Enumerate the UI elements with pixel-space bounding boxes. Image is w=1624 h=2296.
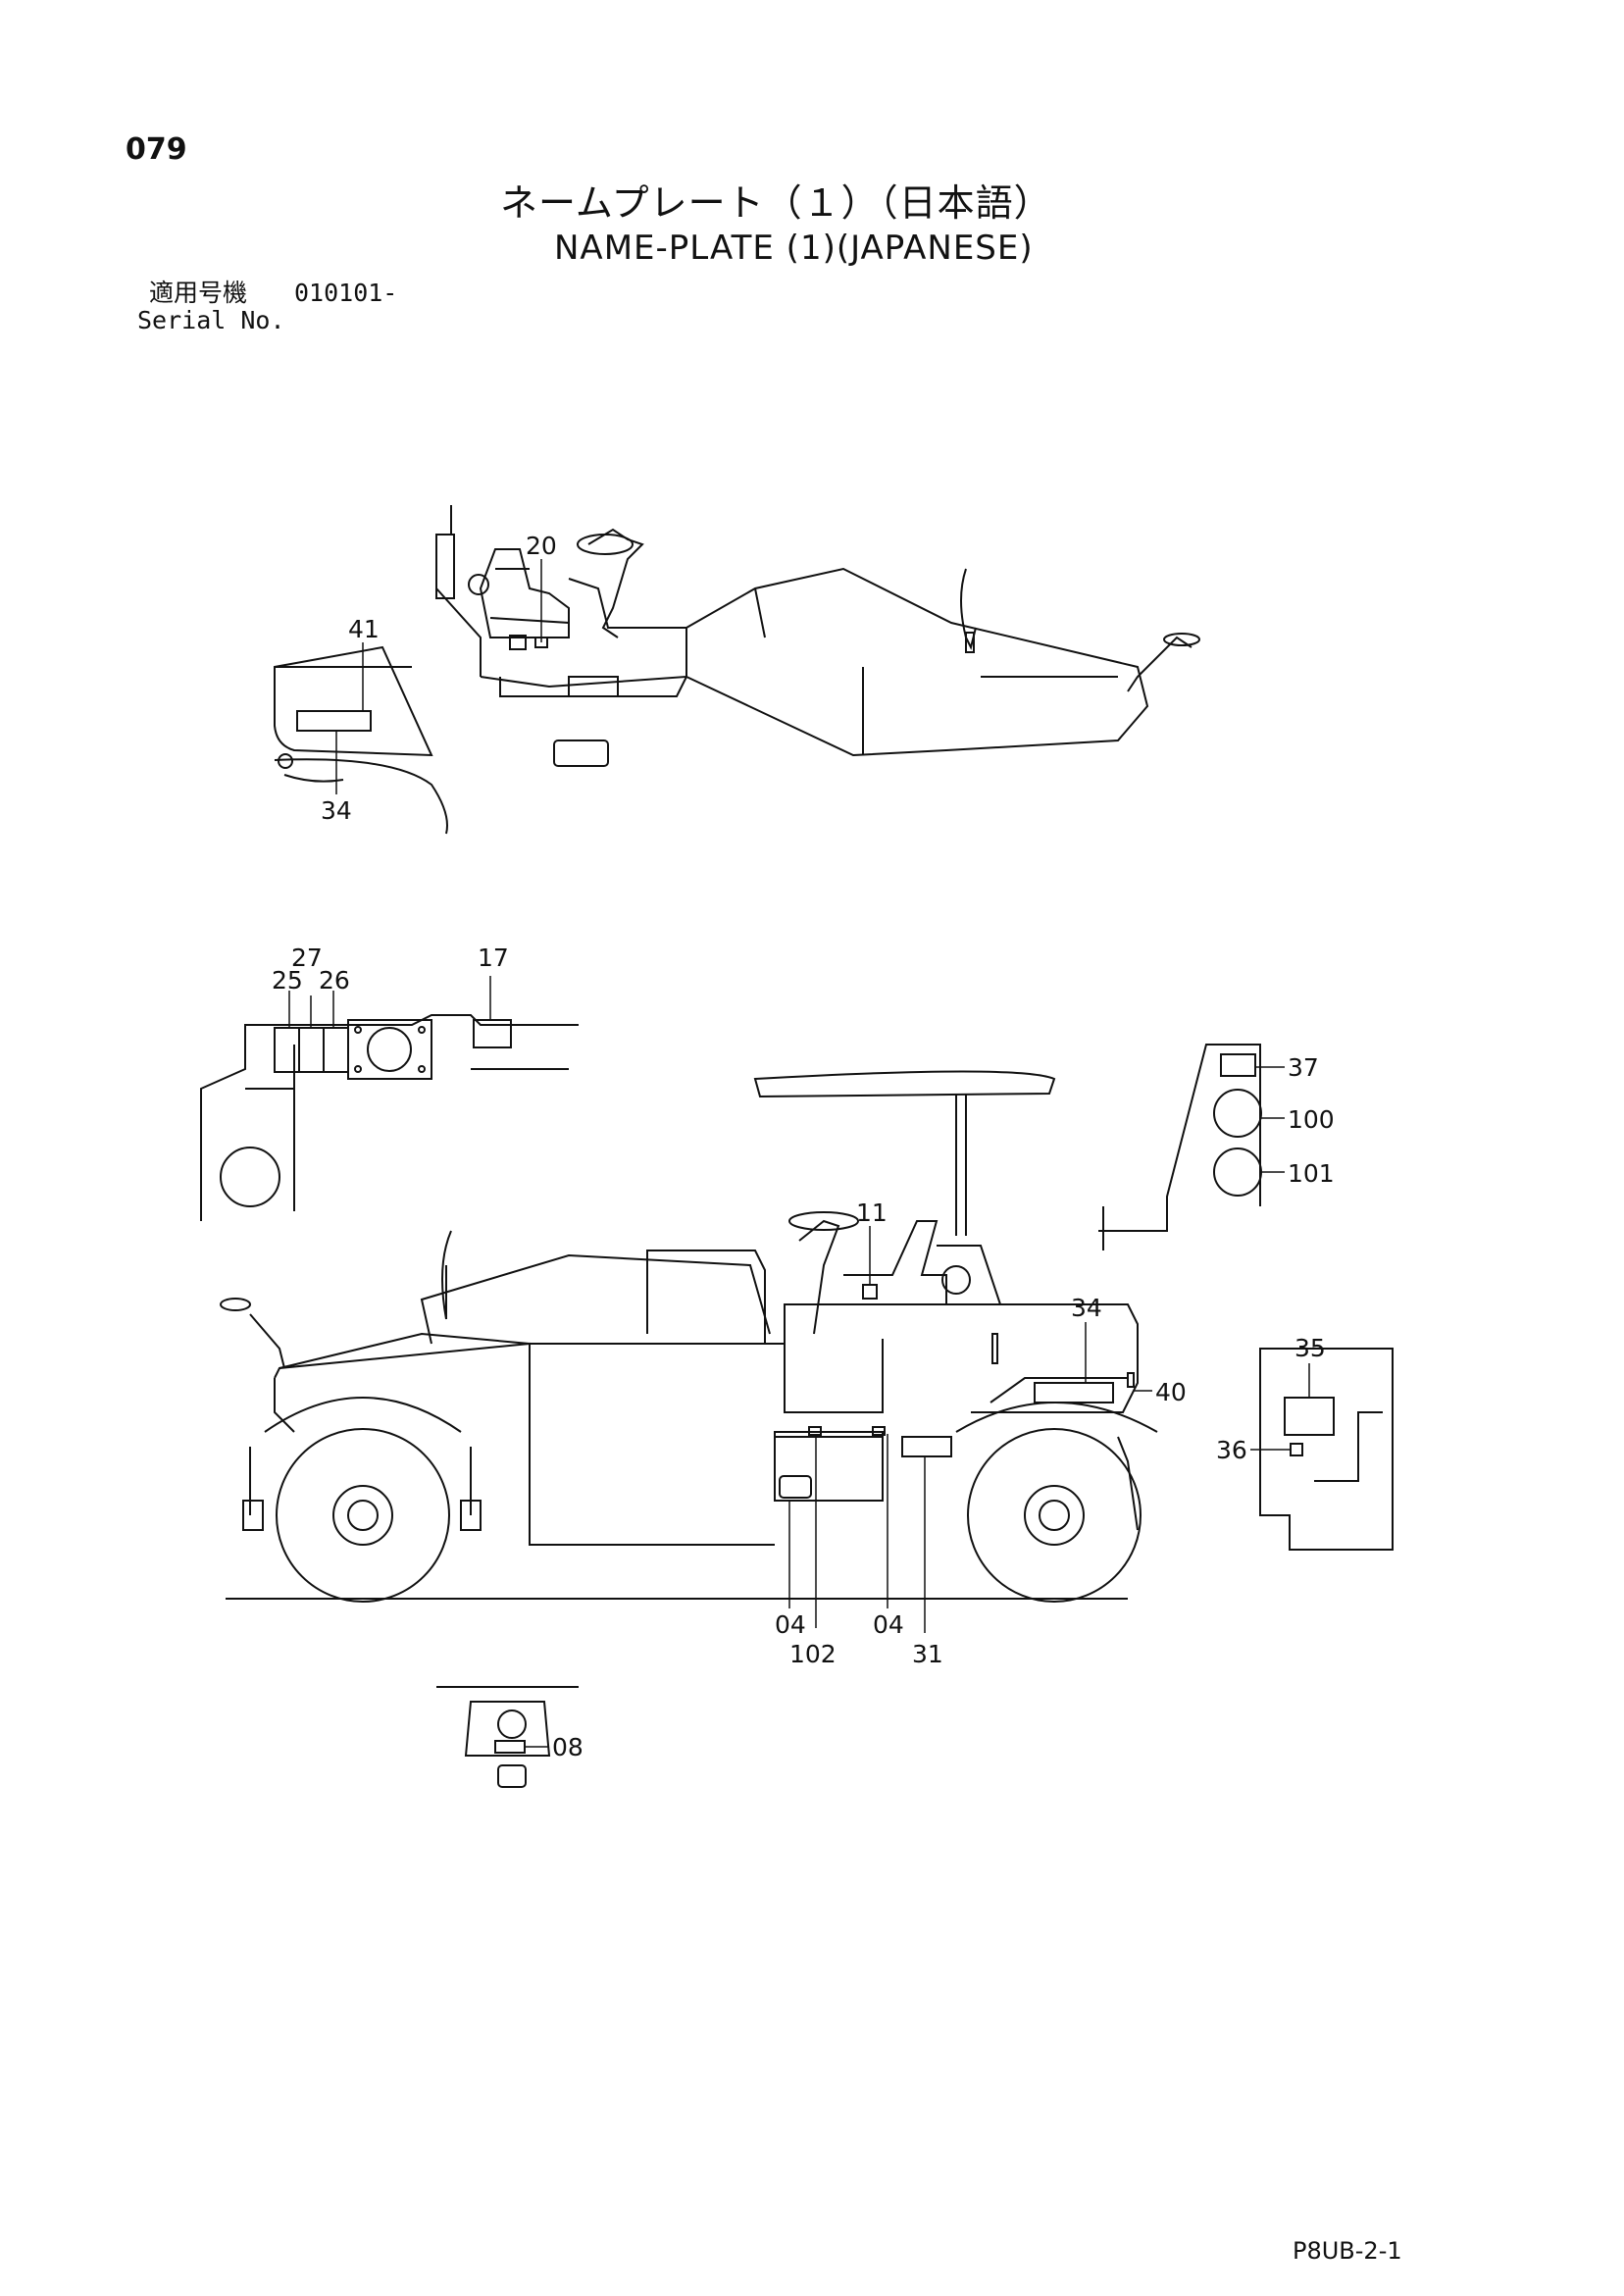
callout-101: 101: [1288, 1159, 1335, 1188]
plate-31: [901, 1436, 952, 1457]
callout-04-left: 04: [775, 1610, 806, 1639]
serial-label-english: Serial No.: [137, 306, 285, 334]
plate-101: [1213, 1148, 1262, 1197]
callout-40: 40: [1155, 1378, 1187, 1406]
top-view-drawing: [274, 505, 1200, 835]
rear-tower-detail-drawing: [1098, 1044, 1262, 1250]
title-english: NAME-PLATE (1)(JAPANESE): [554, 229, 1034, 268]
plate-37: [1220, 1053, 1256, 1077]
plate-17: [473, 1019, 512, 1048]
callout-35: 35: [1294, 1334, 1326, 1362]
plate-34-side: [1034, 1382, 1114, 1403]
callout-25: 25: [272, 966, 303, 995]
callout-102: 102: [789, 1640, 837, 1668]
callout-17: 17: [478, 944, 509, 972]
plate-34-top: [296, 710, 372, 732]
panel-detail-drawing: [200, 1014, 579, 1221]
callout-31: 31: [912, 1640, 943, 1668]
plate-40: [1127, 1372, 1135, 1388]
callout-100: 100: [1288, 1105, 1335, 1134]
callout-26: 26: [319, 966, 350, 995]
plate-102: [779, 1475, 812, 1499]
callout-34-side: 34: [1071, 1294, 1102, 1322]
leader-lines: [288, 559, 1310, 1748]
serial-label-japanese: 適用号機: [149, 279, 248, 307]
callout-labels: 20 41 34 27 25 26 17 37 100 101 11 34 40…: [272, 532, 1335, 1761]
battery-cover: [774, 1436, 884, 1502]
plate-100: [1213, 1089, 1262, 1138]
side-view-drawing: [220, 1070, 1158, 1603]
callout-37: 37: [1288, 1053, 1319, 1082]
callout-41: 41: [348, 615, 380, 643]
callout-20: 20: [526, 532, 557, 560]
lower-detail-drawing: [436, 1686, 579, 1788]
title-japanese: ネームプレート（１）（日本語）: [500, 181, 1052, 225]
page-number: 079: [126, 132, 187, 167]
serial-range: 010101-: [294, 279, 398, 307]
callout-36: 36: [1216, 1436, 1247, 1464]
callout-08: 08: [552, 1733, 584, 1761]
plate-25-27-26: [274, 1027, 349, 1073]
callout-34-top: 34: [321, 796, 352, 825]
callout-11: 11: [856, 1199, 888, 1227]
callout-27: 27: [291, 944, 323, 972]
plate-36: [1290, 1443, 1303, 1456]
sheet-code: P8UB-2-1: [1293, 2237, 1402, 2265]
callout-04-right: 04: [873, 1610, 904, 1639]
plate-35: [1284, 1397, 1335, 1436]
plate-underside: [553, 740, 609, 767]
plate-11: [862, 1284, 878, 1300]
